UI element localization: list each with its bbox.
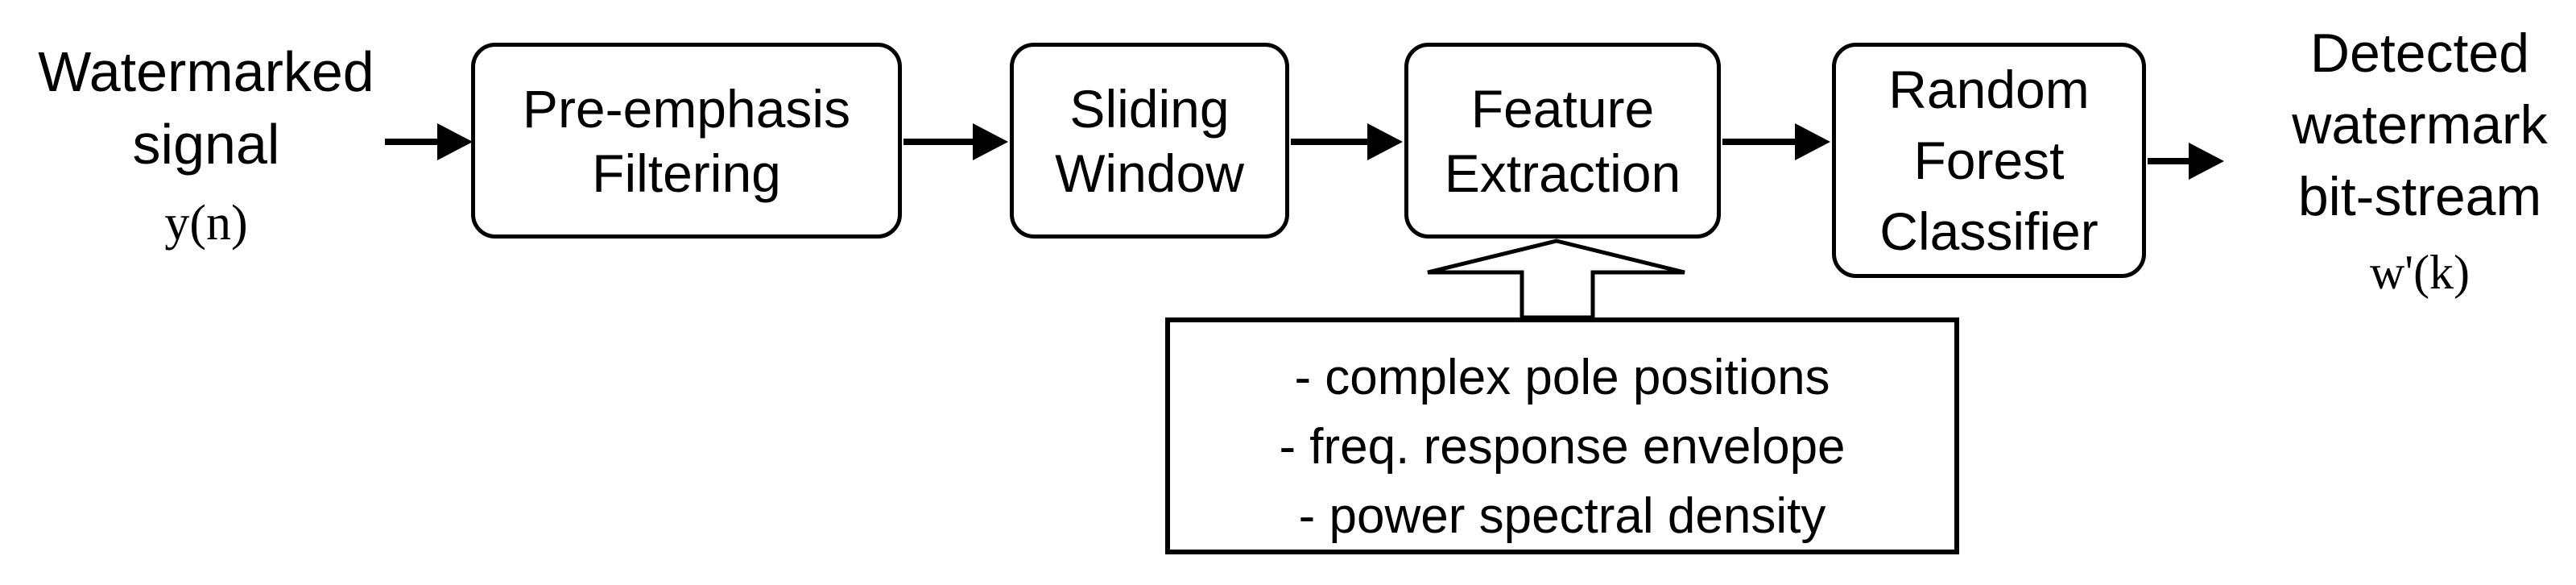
block-pre-emphasis-filtering: Pre-emphasis Filtering xyxy=(471,43,902,239)
flow-arrow-3-icon xyxy=(1291,123,1403,160)
block-label-line: Filtering xyxy=(592,143,781,203)
feature-item: - power spectral density xyxy=(1298,488,1826,544)
block-label-line: Feature xyxy=(1470,78,1655,139)
input-signal-symbol: y(n) xyxy=(164,196,248,251)
feature-item: - complex pole positions xyxy=(1294,350,1830,405)
block-random-forest-classifier: Random Forest Classifier xyxy=(1832,43,2146,278)
block-label-line: Extraction xyxy=(1444,143,1681,203)
flow-arrow-5-icon xyxy=(2148,143,2224,180)
feature-item: - freq. response envelope xyxy=(1279,419,1846,475)
block-label-line: Forest xyxy=(1913,131,2065,190)
block-label-line: Pre-emphasis xyxy=(522,78,851,139)
block-label-line: Classifier xyxy=(1879,201,2098,261)
output-label-line: Detected xyxy=(2309,23,2530,84)
output-label-line: watermark xyxy=(2292,94,2548,156)
flow-arrow-2-icon xyxy=(903,123,1008,160)
block-label-line: Window xyxy=(1055,143,1244,203)
flow-arrow-1-icon xyxy=(385,123,473,160)
block-label-line: Sliding xyxy=(1069,78,1230,139)
output-signal-symbol: w'(k) xyxy=(2369,246,2471,299)
output-signal-label: Detected watermark bit-stream w'(k) xyxy=(2247,18,2576,309)
input-signal-label: Watermarked signal y(n) xyxy=(24,35,388,261)
features-list-box: - complex pole positions - freq. respons… xyxy=(1165,317,1959,554)
block-label-line: Random xyxy=(1888,60,2090,119)
block-sliding-window: Sliding Window xyxy=(1010,43,1289,239)
flow-arrow-4-icon xyxy=(1722,123,1830,160)
feature-input-arrow-icon xyxy=(1427,239,1685,320)
block-feature-extraction: Feature Extraction xyxy=(1404,43,1721,239)
input-label-line: Watermarked xyxy=(38,40,374,103)
output-label-line: bit-stream xyxy=(2297,166,2542,227)
input-label-line: signal xyxy=(132,113,280,176)
